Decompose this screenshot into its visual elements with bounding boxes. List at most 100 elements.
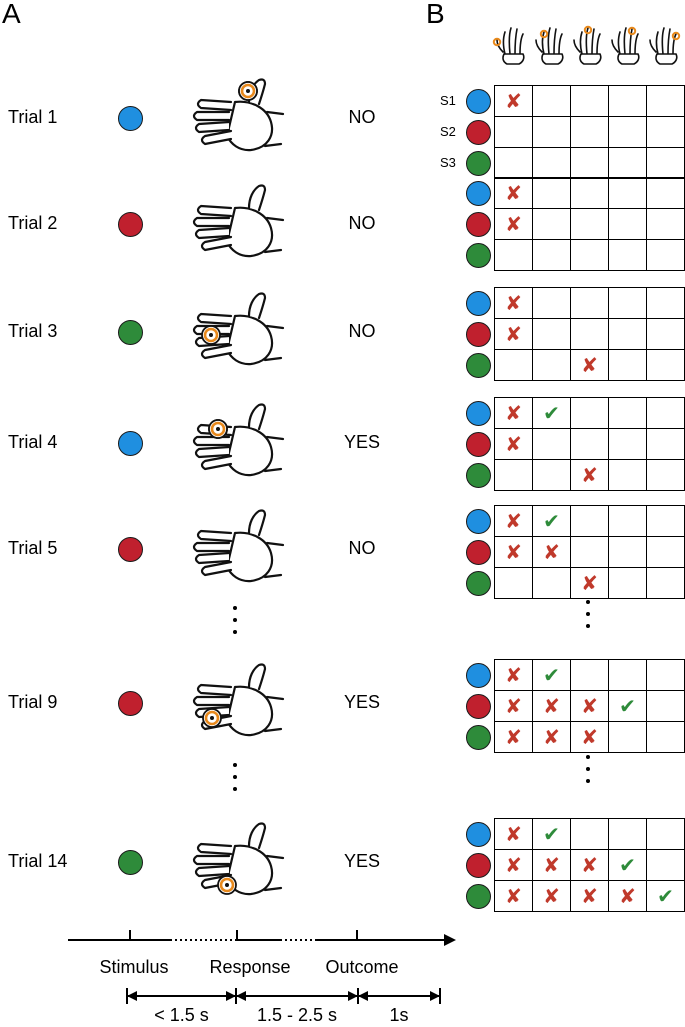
grid-cell [608, 567, 647, 599]
grid-row [494, 239, 685, 271]
hand-icon [192, 663, 285, 737]
finger-0 [196, 98, 233, 112]
cross-mark-icon: ✘ [494, 690, 533, 722]
duration-label: 1.5 - 2.5 s [256, 1005, 338, 1025]
dot [233, 606, 237, 610]
cross-mark-icon: ✘ [494, 505, 533, 537]
finger-0 [196, 683, 233, 697]
check-mark-icon: ✔ [608, 849, 647, 881]
finger-2 [194, 120, 231, 134]
grid-cell [608, 239, 647, 271]
grid-cell [646, 505, 685, 537]
header-marker [627, 26, 637, 36]
palm [225, 100, 274, 152]
grid-stimulus-dot [466, 509, 491, 534]
palm [225, 314, 274, 366]
finger-0 [196, 204, 233, 218]
stimulus-dot [118, 691, 143, 716]
grid-cell [646, 318, 685, 350]
cross-mark-icon: ✘ [570, 459, 609, 491]
arrow-left-icon [358, 991, 368, 1001]
grid-cell [570, 208, 609, 240]
grid-cell [608, 818, 647, 850]
grid-stimulus-dot [466, 89, 491, 114]
grid-row: ✘ [494, 459, 685, 491]
finger-3 [200, 454, 233, 471]
stimulus-dot [118, 106, 143, 131]
grid-row: ✘ [494, 177, 685, 209]
grid-stimulus-dot [466, 884, 491, 909]
cross-mark-icon: ✘ [570, 849, 609, 881]
header-marker [492, 37, 502, 47]
outcome-grid: ✘✔✘✘✘✔✘✘✘✘✔ [494, 818, 685, 912]
header-hand-icon [535, 27, 564, 65]
grid-row: ✘✘✘✔ [494, 849, 685, 881]
grid-cell [494, 459, 533, 491]
grid-cell [646, 239, 685, 271]
grid-cell [494, 349, 533, 381]
outcome-grid: ✘✘ [494, 177, 685, 271]
outcome-label: NO [348, 321, 376, 341]
grid-cell [646, 849, 685, 881]
ellipsis-dots [585, 600, 591, 636]
panel-a-label: A [2, 0, 21, 29]
finger-1 [192, 435, 231, 447]
dot [233, 630, 237, 634]
hand-icon [192, 81, 285, 258]
thumb [247, 663, 267, 691]
stimulus-dot [118, 320, 143, 345]
grid-cell [608, 721, 647, 753]
grid-cell [532, 349, 571, 381]
arrow-right-icon [430, 991, 440, 1001]
hand-icon [192, 403, 285, 477]
finger-3 [200, 235, 233, 252]
grid-stimulus-dot [466, 463, 491, 488]
grid-stimulus-dot [466, 151, 491, 176]
arrow-left-icon [127, 991, 137, 1001]
outcome-label: YES [343, 851, 381, 871]
grid-row: ✘ [494, 287, 685, 319]
grid-cell [532, 177, 571, 209]
grid-cell [608, 147, 647, 179]
stimulus-dot [118, 537, 143, 562]
wrist [263, 110, 285, 148]
grid-cell [608, 349, 647, 381]
grid-cell [646, 208, 685, 240]
palm [225, 531, 274, 583]
finger-0 [196, 842, 233, 856]
cross-mark-icon: ✘ [494, 85, 533, 117]
trial-label: Trial 5 [8, 538, 58, 558]
stimulus-label: S1 [440, 93, 456, 108]
thumb [247, 822, 267, 850]
cross-mark-icon: ✘ [570, 690, 609, 722]
grid-row: ✘✔ [494, 397, 685, 429]
hand-icon [192, 292, 285, 366]
grid-cell [608, 459, 647, 491]
grid-cell [646, 567, 685, 599]
cross-mark-icon: ✘ [570, 349, 609, 381]
grid-cell [646, 116, 685, 148]
grid-cell [608, 85, 647, 117]
grid-cell [570, 818, 609, 850]
grid-stimulus-dot [466, 853, 491, 878]
header-marker [583, 25, 593, 35]
dot [233, 763, 237, 767]
grid-stimulus-dot [466, 401, 491, 426]
duration-label: < 1.5 s [154, 1005, 209, 1025]
grid-cell [646, 349, 685, 381]
trial-label: Trial 9 [8, 692, 58, 712]
cross-mark-icon: ✘ [570, 721, 609, 753]
grid-cell [570, 505, 609, 537]
grid-cell [646, 721, 685, 753]
thumb [247, 509, 267, 537]
dot [586, 624, 590, 628]
hand-icon [192, 419, 285, 583]
grid-row: ✘ [494, 85, 685, 117]
trial-label: Trial 4 [8, 432, 58, 452]
grid-stimulus-dot [466, 432, 491, 457]
trial-label: Trial 14 [8, 851, 68, 871]
grid-row: ✘✔ [494, 505, 685, 537]
grid-stimulus-dot [466, 212, 491, 237]
finger-3 [200, 343, 233, 360]
